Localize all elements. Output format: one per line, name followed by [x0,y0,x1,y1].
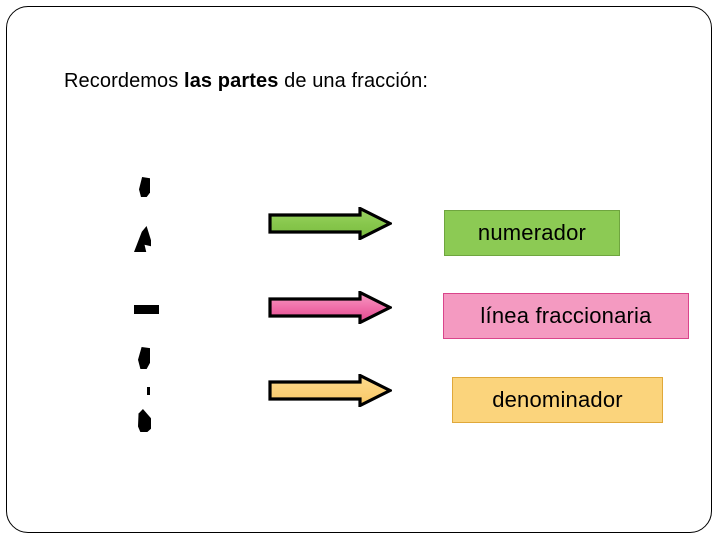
title-suffix: de una fracción: [278,70,429,92]
denominator-glyph-fragment-middle [147,387,150,395]
title-prefix: Recordemos [64,70,185,92]
numerator-glyph-fragment-upper [139,177,150,197]
denominator-glyph-fragment-lower [138,409,151,432]
label-box-numerador: numerador [444,210,620,256]
green-arrow-icon [268,207,392,240]
fraction-bar-glyph [134,305,159,314]
label-text-linea-fraccionaria: línea fraccionaria [480,303,652,328]
label-text-numerador: numerador [477,220,587,245]
label-box-denominador: denominador [452,377,663,423]
yellow-arrow-icon [268,374,392,407]
pink-arrow-icon [268,291,392,324]
fraction-graphic [120,165,190,440]
label-box-linea-fraccionaria: línea fraccionaria [443,293,689,339]
title-bold-phrase: las partes [184,70,279,92]
denominator-glyph-fragment-upper [138,347,150,369]
label-text-denominador: denominador [492,387,623,412]
page-title: Recordemos las partes de una fracción: [64,68,428,94]
numerator-glyph-fragment-lower [134,226,151,252]
